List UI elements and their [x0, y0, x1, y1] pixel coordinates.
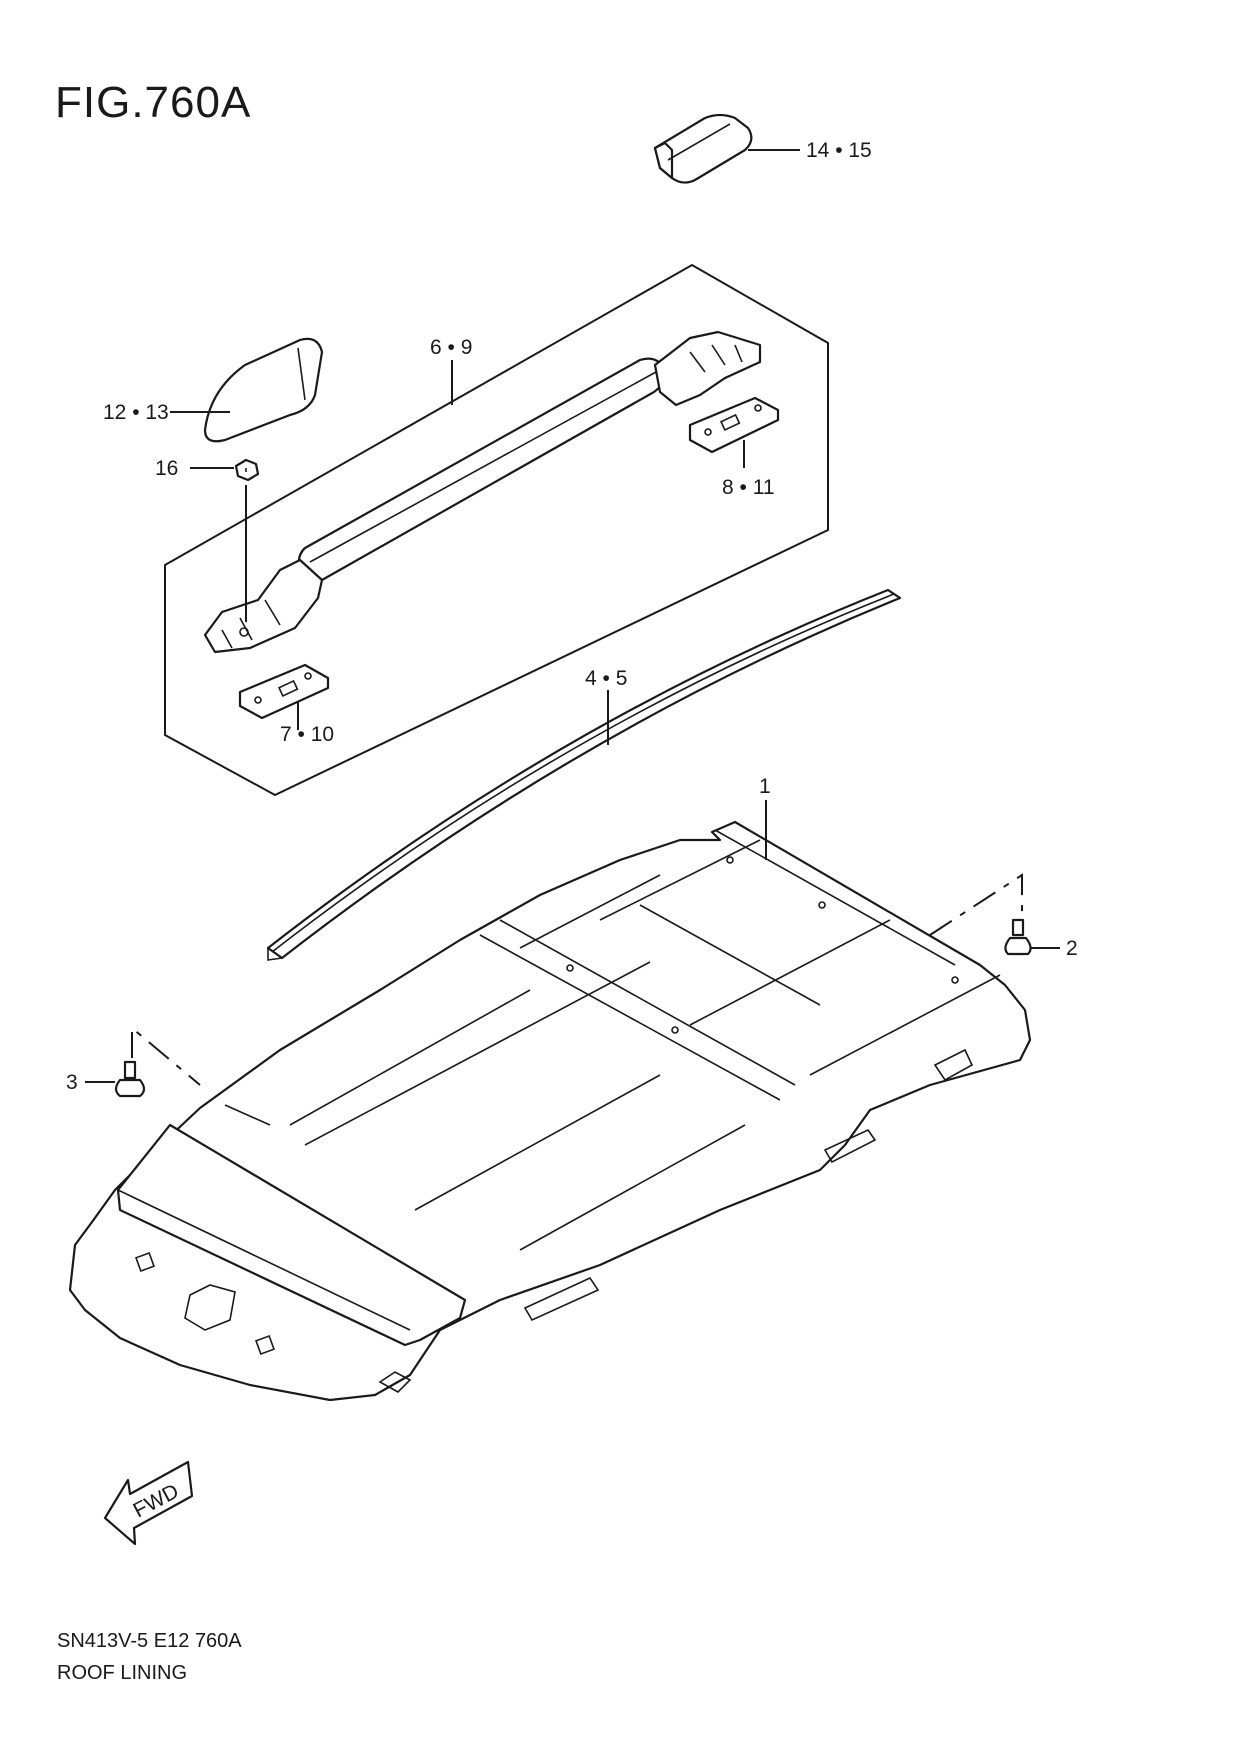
headliner-clip-left — [114, 1060, 146, 1098]
callout-3: 3 — [66, 1071, 78, 1094]
rail-pad-front — [238, 663, 330, 720]
callout-2: 2 — [1066, 937, 1078, 960]
rail-pad-rear — [688, 396, 780, 454]
callout-8-11: 8 • 11 — [722, 476, 775, 499]
callout-12-13: 12 • 13 — [103, 401, 169, 424]
figure-title: FIG.760A — [55, 78, 252, 127]
assembly-outline-box — [164, 263, 829, 797]
callout-1: 1 — [759, 775, 771, 798]
diagram-name: ROOF LINING — [57, 1662, 188, 1684]
roof-rail — [203, 330, 762, 654]
rail-nut — [234, 458, 260, 482]
roof-drip-moulding — [266, 588, 902, 961]
clip-2-install-line — [929, 873, 1023, 936]
callout-6-9: 6 • 9 — [430, 336, 472, 359]
diagram-code: SN413V-5 E12 760A — [57, 1630, 242, 1652]
roof-rail-end-cover-front — [203, 337, 324, 443]
roof-rail-end-cover-rear — [653, 113, 753, 184]
callout-4-5: 4 • 5 — [585, 667, 627, 690]
headliner-roof-lining — [68, 820, 1032, 1402]
clip-3-install-line — [131, 1025, 201, 1086]
headliner-clip-right — [1004, 918, 1032, 956]
forward-direction-arrow: FWD — [103, 1460, 194, 1546]
callout-14-15: 14 • 15 — [806, 139, 872, 162]
callout-16: 16 — [155, 457, 178, 480]
callout-7-10: 7 • 10 — [280, 723, 334, 746]
